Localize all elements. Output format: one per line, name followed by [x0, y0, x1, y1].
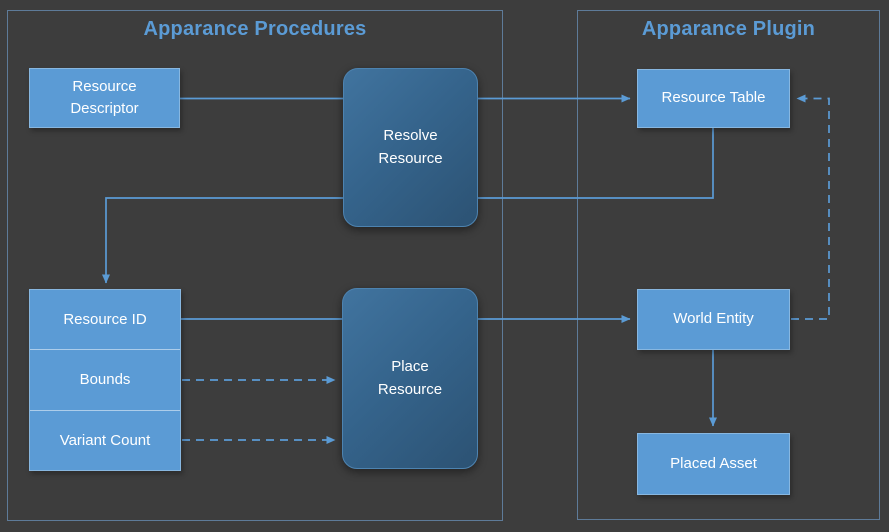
node-resource-record-stack: Resource ID Bounds Variant Count	[29, 289, 181, 471]
node-placed-asset-label: Placed Asset	[670, 454, 757, 472]
node-resolve-resource-label: Resolve Resource	[378, 127, 443, 167]
container-title-plugin: Apparance Plugin	[641, 18, 816, 40]
stack-row-resource-id-label: Resource ID	[63, 311, 147, 329]
node-place-resource-label: Place Resource	[377, 358, 443, 398]
node-world-entity-label: World Entity	[673, 310, 754, 328]
container-title-procedures: Apparance Procedures	[143, 18, 367, 40]
stack-row-bounds: Bounds	[30, 349, 180, 409]
node-resource-table: Resource Table	[637, 69, 790, 128]
node-world-entity: World Entity	[637, 289, 790, 350]
node-resolve-resource: Resolve Resource	[343, 68, 478, 227]
stack-row-resource-id: Resource ID	[30, 290, 180, 349]
node-place-resource: Place Resource	[342, 288, 478, 469]
node-resource-descriptor: Resource Descriptor	[29, 68, 180, 128]
node-resource-descriptor-label: Resource Descriptor	[70, 77, 139, 118]
stack-row-bounds-label: Bounds	[79, 371, 131, 389]
node-resource-table-label: Resource Table	[661, 89, 766, 107]
stack-row-variant-count: Variant Count	[30, 409, 180, 470]
node-placed-asset: Placed Asset	[637, 433, 790, 495]
stack-row-variant-count-label: Variant Count	[59, 431, 151, 449]
